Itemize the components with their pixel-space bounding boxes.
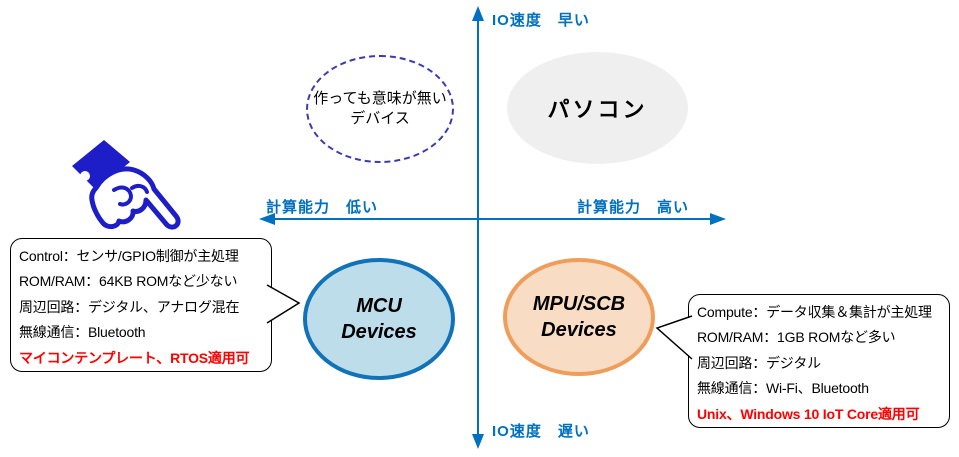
arrow-right-icon [710, 213, 726, 225]
mcu-devices-label: MCU Devices [341, 293, 417, 345]
vertical-axis [472, 6, 484, 449]
arrow-left-icon [259, 213, 275, 225]
axis-label-compute-low: 計算能力 低い [266, 199, 379, 216]
callout-line: 無線通信：Bluetooth [19, 324, 146, 341]
mpu-scb-devices-label: MPU/SCB Devices [533, 291, 625, 343]
mcu-label-line2: Devices [341, 321, 417, 343]
horizontal-axis [259, 213, 726, 225]
callout-line: ROM/RAM：1GB ROMなど多い [697, 329, 896, 346]
mpu-label-line2: Devices [541, 319, 617, 341]
mpu-callout-tail [655, 315, 693, 360]
useless-device-label-line1: 作っても意味が無い [313, 90, 447, 107]
pointing-hand-icon [72, 140, 181, 230]
axis-label-compute-high: 計算能力 高い [577, 199, 690, 216]
mcu-label-line1: MCU [356, 295, 402, 317]
pc-ellipse: パソコン [507, 52, 688, 164]
useless-device-ellipse: 作っても意味が無い デバイス [306, 55, 454, 163]
mpu-scb-devices-ellipse: MPU/SCB Devices [503, 258, 655, 376]
callout-line: Control：センサ/GPIO制御が主処理 [19, 248, 239, 264]
mpu-callout: Compute：データ収集＆集計が主処理 ROM/RAM：1GB ROMなど多い… [688, 294, 950, 428]
mpu-label-line1: MPU/SCB [532, 293, 626, 315]
cuff-button [80, 171, 90, 181]
useless-device-label: 作っても意味が無い デバイス [313, 89, 447, 129]
mcu-devices-ellipse: MCU Devices [303, 258, 455, 380]
hand-outline [89, 166, 181, 230]
callout-highlight-line: Unix、Windows 10 IoT Core適用可 [697, 405, 920, 422]
mcu-callout: Control：センサ/GPIO制御が主処理 ROM/RAM：64KB ROMな… [10, 238, 272, 372]
arrow-up-icon [472, 6, 484, 21]
axis-label-io-fast: IO速度 早い [492, 12, 590, 29]
mcu-callout-tail [266, 284, 301, 324]
callout-line: 周辺回路：デジタル、アナログ混在 [19, 298, 240, 315]
useless-device-label-line2: デバイス [350, 110, 410, 127]
arrow-down-icon [472, 434, 484, 449]
axis-label-io-slow: IO速度 遅い [492, 423, 590, 440]
pc-label: パソコン [547, 97, 648, 122]
callout-line: 周辺回路：デジタル [697, 354, 821, 371]
callout-line: ROM/RAM：64KB ROMなど少ない [19, 273, 238, 290]
callout-line: 無線通信：Wi-Fi、Bluetooth [697, 380, 869, 397]
callout-line: Compute：データ収集＆集計が主処理 [697, 304, 932, 320]
callout-highlight-line: マイコンテンプレート、RTOS適用可 [19, 349, 250, 366]
